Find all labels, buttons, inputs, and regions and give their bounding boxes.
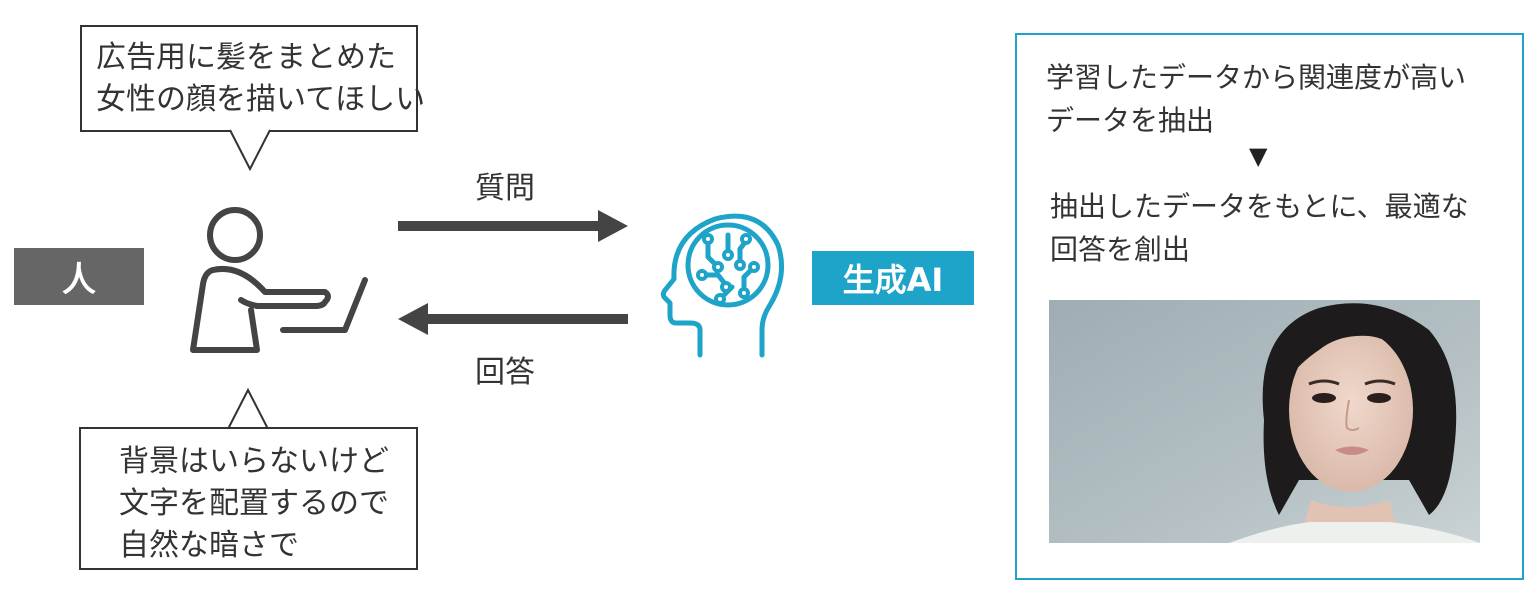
question-label: 質問: [475, 171, 535, 206]
generated-portrait-image: [1049, 300, 1480, 543]
answer-arrow: [398, 303, 628, 335]
answer-label: 回答: [475, 355, 535, 390]
question-arrow: [398, 210, 628, 242]
human-label: 人: [14, 248, 144, 305]
question-arrow-shaft: [398, 221, 602, 231]
question-arrow-head: [598, 210, 628, 242]
process-down-arrow: ▼: [1249, 142, 1268, 170]
person-at-laptop-icon: [190, 207, 368, 353]
ai-label: 生成AI: [812, 251, 974, 305]
answer-arrow-head: [398, 303, 428, 335]
answer-arrow-shaft: [424, 314, 628, 324]
ai-label-text: 生成AI: [842, 261, 944, 299]
condition-speech-bubble: 背景はいらないけど 文字を配置するので 自然な暗さで: [79, 427, 418, 570]
request-text: 広告用に髪をまとめた 女性の顔を描いてほしい: [96, 40, 426, 117]
ai-brain-head-icon: [660, 213, 785, 358]
request-bubble-tail: [229, 129, 271, 172]
process-step2-text: 抽出したデータをもとに、最適な 回答を創出: [1050, 190, 1469, 266]
condition-text: 背景はいらないけど 文字を配置するので 自然な暗さで: [119, 444, 389, 563]
request-speech-bubble: 広告用に髪をまとめた 女性の顔を描いてほしい: [80, 25, 426, 132]
process-step1-text: 学習したデータから関連度が高い データを抽出: [1046, 61, 1467, 137]
human-label-text: 人: [62, 260, 96, 300]
condition-bubble-tail: [227, 387, 269, 430]
